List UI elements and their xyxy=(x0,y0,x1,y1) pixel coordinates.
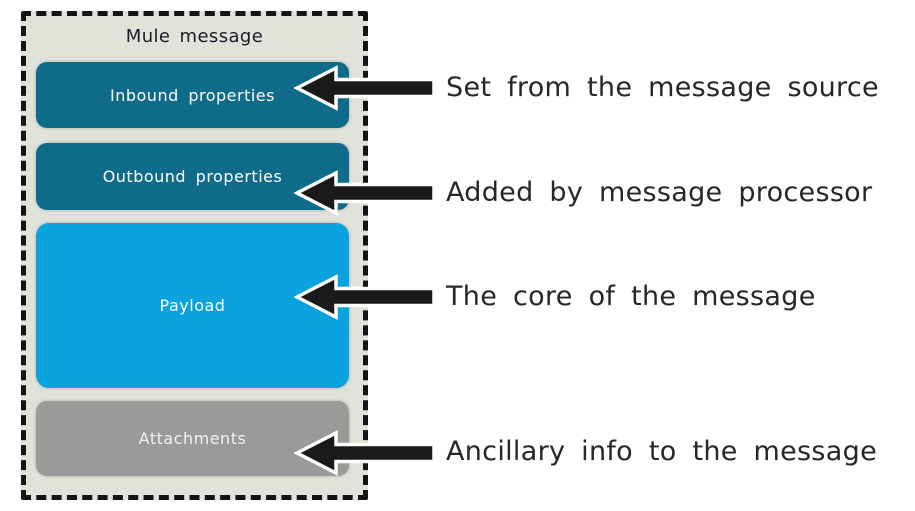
box-payload: Payload xyxy=(36,223,349,388)
annotation-message-source: Set from the message source xyxy=(446,72,879,103)
left-arrow-shape xyxy=(294,65,436,111)
box-attachments: Attachments xyxy=(36,401,349,476)
left-arrow-shape xyxy=(294,170,436,216)
box-inbound-properties: Inbound properties xyxy=(36,62,349,128)
diagram-title: Mule message xyxy=(125,26,264,47)
left-arrow-icon xyxy=(294,430,436,476)
left-arrow-shape xyxy=(294,274,436,320)
left-arrow-icon xyxy=(294,170,436,216)
annotation-message-processor: Added by message processor xyxy=(446,177,873,208)
box-payload-label: Payload xyxy=(159,296,226,315)
left-arrow-icon xyxy=(294,274,436,320)
box-outbound-properties-label: Outbound properties xyxy=(102,167,283,186)
box-inbound-properties-label: Inbound properties xyxy=(110,85,275,105)
box-attachments-label: Attachments xyxy=(138,429,247,448)
annotation-core-of-message: The core of the message xyxy=(446,281,816,312)
left-arrow-shape xyxy=(294,430,436,476)
annotation-ancillary-info: Ancillary info to the message xyxy=(446,436,877,467)
box-outbound-properties: Outbound properties xyxy=(36,143,349,210)
left-arrow-icon xyxy=(294,65,436,111)
